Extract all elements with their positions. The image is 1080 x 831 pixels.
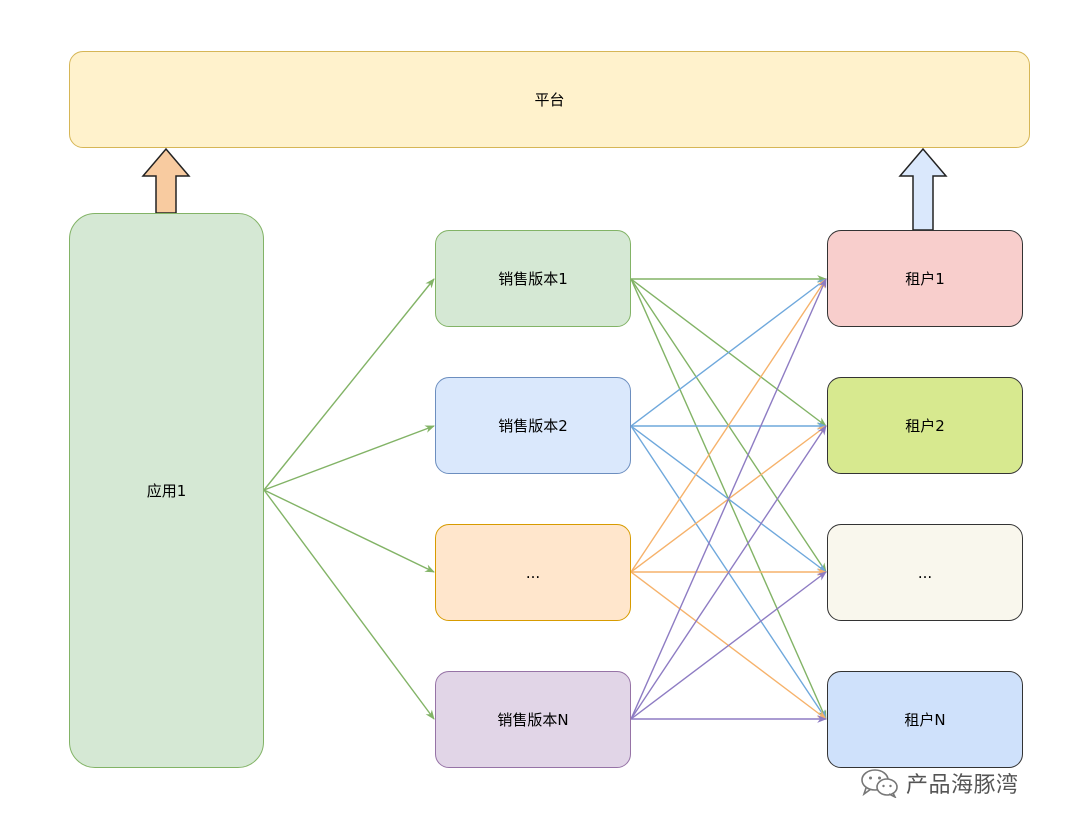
wechat-icon <box>861 769 898 798</box>
sales-version-label: 销售版本2 <box>498 417 568 435</box>
sales-version-n-box: 销售版本N <box>435 671 631 768</box>
watermark-text: 产品海豚湾 <box>906 773 1019 798</box>
tenant-1-box: 租户1 <box>827 230 1023 327</box>
watermark: 产品海豚湾 <box>860 767 1019 799</box>
app-to-sales-links <box>263 278 435 720</box>
link-s4-t2 <box>630 425 827 720</box>
tenant-n-box: 租户N <box>827 671 1023 768</box>
up-arrow-tenant-to-platform <box>898 147 948 231</box>
sales-version-ellipsis-box: ... <box>435 524 631 621</box>
link-app-sales-2 <box>263 425 435 491</box>
sales-version-label: ... <box>525 563 541 582</box>
link-app-sales-3 <box>263 489 435 573</box>
sales-version-label: 销售版本1 <box>498 270 568 288</box>
tenant-ellipsis-box: ... <box>827 524 1023 621</box>
link-s2-t1 <box>630 278 827 427</box>
sales-4-links <box>630 278 827 723</box>
up-arrow-app-to-platform <box>141 147 191 214</box>
link-s3-t1 <box>630 278 827 573</box>
tenant-label: 租户N <box>904 711 946 729</box>
app-box: 应用1 <box>69 213 264 768</box>
app-label: 应用1 <box>146 482 187 500</box>
sales-version-1-box: 销售版本1 <box>435 230 631 327</box>
link-app-sales-1 <box>263 278 435 491</box>
tenant-label: ... <box>917 563 933 582</box>
tenant-2-box: 租户2 <box>827 377 1023 474</box>
tenant-label: 租户2 <box>905 417 945 435</box>
sales-version-2-box: 销售版本2 <box>435 377 631 474</box>
link-s4-t3 <box>630 571 827 720</box>
tenant-label: 租户1 <box>905 270 945 288</box>
link-app-sales-4 <box>263 489 435 720</box>
platform-box: 平台 <box>69 51 1030 148</box>
platform-label: 平台 <box>534 91 565 109</box>
link-s4-t1 <box>630 278 827 720</box>
sales-version-label: 销售版本N <box>497 711 569 729</box>
